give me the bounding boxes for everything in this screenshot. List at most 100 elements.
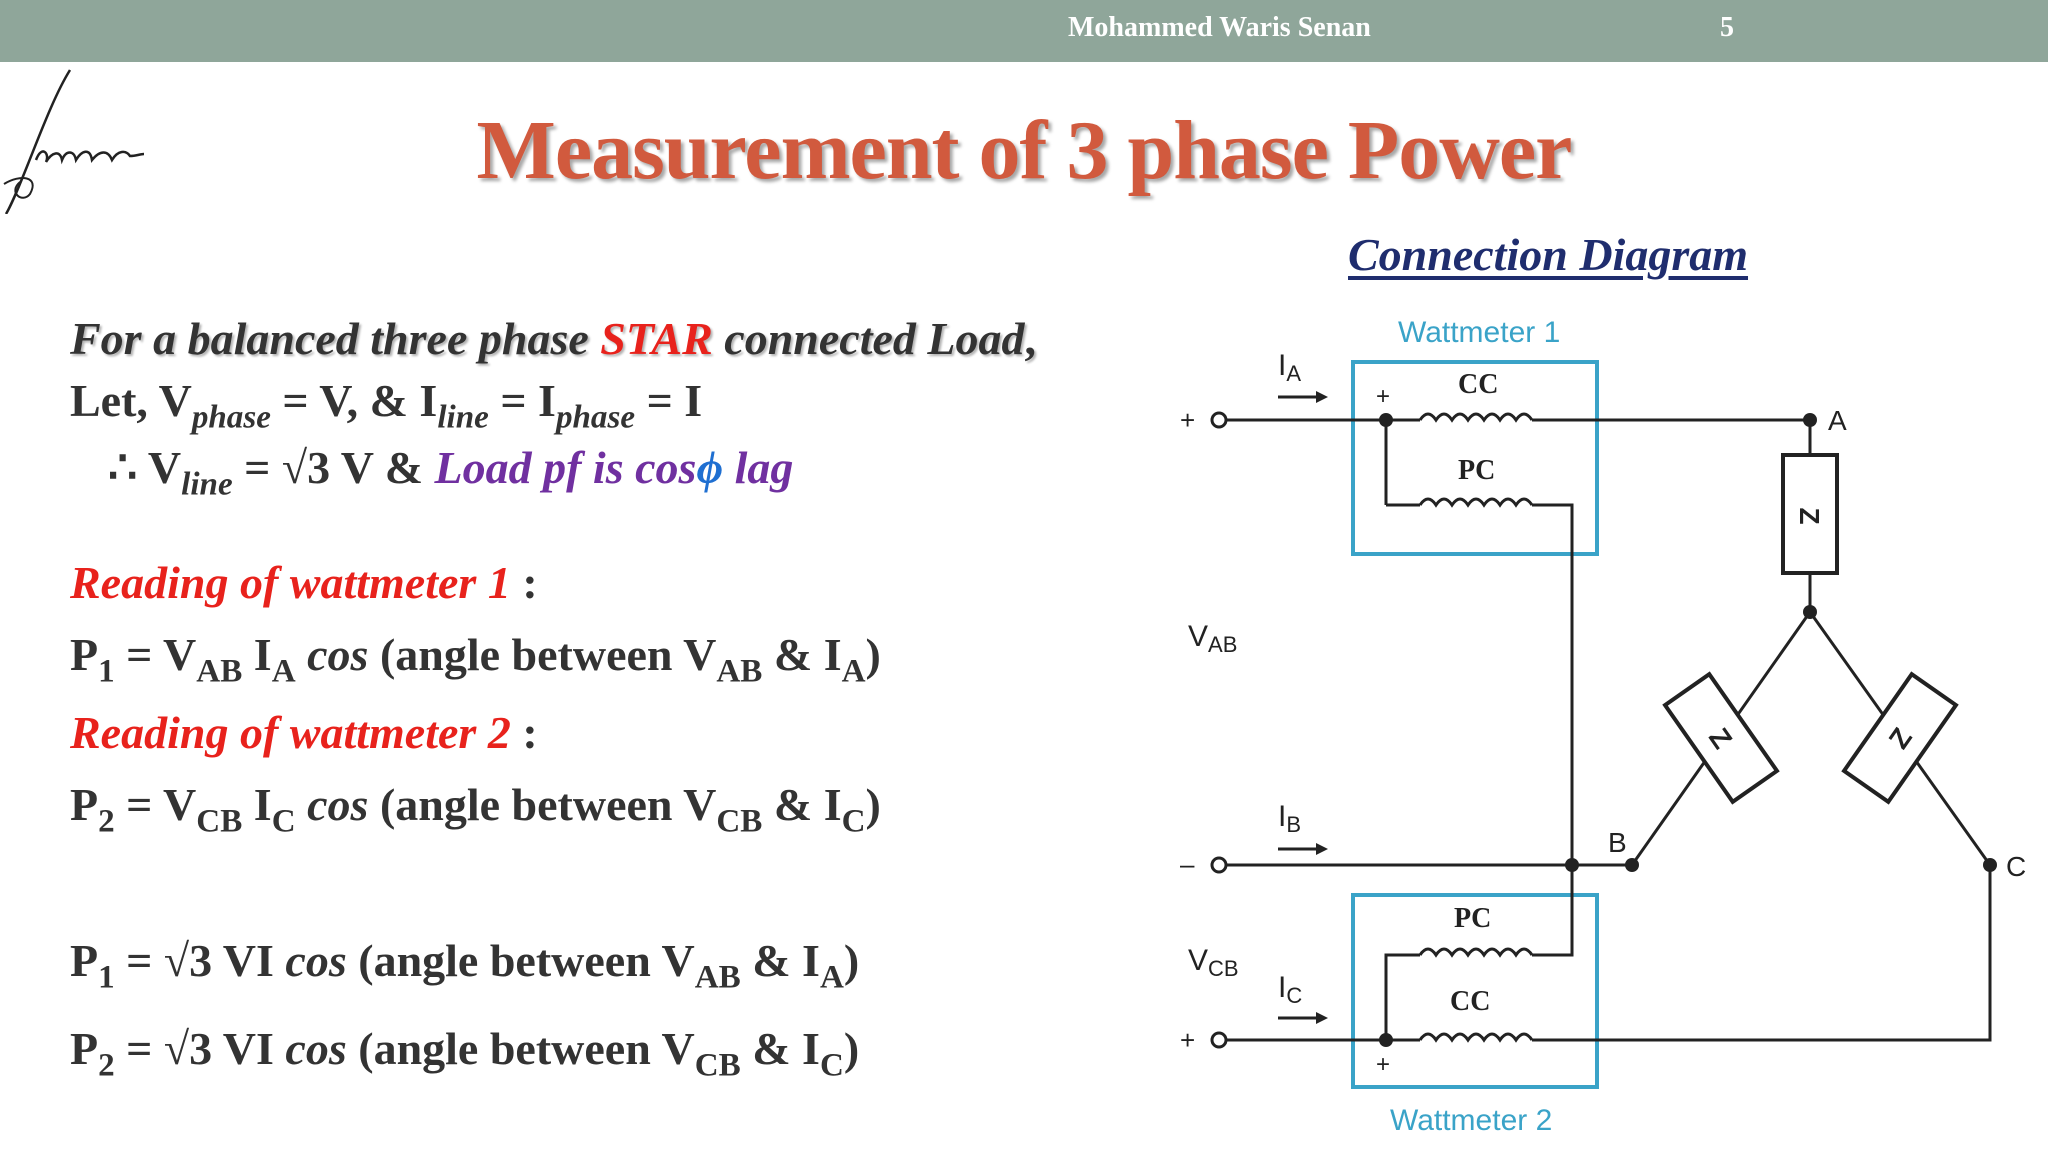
node-b-label: B <box>1608 827 1627 858</box>
reading-1-colon: : <box>510 557 538 608</box>
p2-sub-cb: CB <box>196 802 243 840</box>
p2-formula: P2 = VCB IC cos (angle between VCB & IC) <box>70 778 881 838</box>
node-b-dot <box>1625 858 1639 872</box>
phi-symbol: ϕ <box>696 442 724 493</box>
impedance-a-label: Z <box>1794 507 1825 524</box>
pc2-return <box>1532 865 1574 957</box>
sub-line: line <box>437 398 489 436</box>
p2-cos: cos <box>295 779 369 830</box>
let-line: Let, Vphase = V, & Iline = Iphase = I <box>70 374 703 434</box>
plus-c-sign: + <box>1180 1025 1195 1055</box>
ic-label: IC <box>1278 971 1302 1008</box>
let-eq-v: = V, & I <box>270 375 438 426</box>
plus-a-sign: + <box>1180 405 1195 435</box>
intro-text-b: connected Load <box>712 313 1025 364</box>
sub-line-2: line <box>181 465 233 503</box>
junction-a-cc1 <box>1379 413 1393 427</box>
vcb-label: VCB <box>1188 944 1239 981</box>
p3-rest: (angle between V <box>346 935 695 986</box>
ia-label: IA <box>1278 349 1301 386</box>
p1-amp: & I <box>762 629 842 680</box>
pc1-label: PC <box>1458 455 1495 486</box>
therefore-text: ∴ V <box>108 442 182 493</box>
wattmeter-2-box <box>1351 893 1599 1089</box>
junction-c-cc2 <box>1379 1033 1393 1047</box>
impedance-c <box>1841 671 1959 805</box>
cc1-coil <box>1418 412 1534 423</box>
p2-sub-cb2: CB <box>716 802 763 840</box>
p1-sqrt3-formula: P1 = √3 VI cos (angle between VAB & IA) <box>70 934 860 994</box>
p3-sub-a: A <box>819 958 844 996</box>
reading-1-label: Reading of wattmeter 1 <box>70 557 511 608</box>
let-eq-i2: = I <box>635 375 703 426</box>
p1-sub: 1 <box>98 652 115 690</box>
star-keyword: STAR <box>600 313 713 364</box>
author-name: Mohammed Waris Senan <box>1068 12 1371 43</box>
p3-sub-ab: AB <box>694 958 741 996</box>
p3-cos: cos <box>285 935 347 986</box>
p1-close: ) <box>865 629 881 680</box>
p2-close: ) <box>865 779 881 830</box>
node-a-dot <box>1803 413 1817 427</box>
sub-phase: phase <box>191 398 271 436</box>
cc2-coil <box>1418 1032 1534 1043</box>
intro-line: For a balanced three phase STAR connecte… <box>70 312 1036 365</box>
p2-sub: 2 <box>98 802 115 840</box>
star-point-dot <box>1803 605 1817 619</box>
p1-rest: (angle between V <box>368 629 717 680</box>
p2-symbol: P <box>70 779 99 830</box>
p2-rest: (angle between V <box>368 779 717 830</box>
load-pf-text: Load pf is cos <box>434 442 697 493</box>
minus-b-sign: – <box>1180 849 1195 879</box>
slide-title: Measurement of 3 phase Power <box>476 104 1573 197</box>
connection-diagram-heading: Connection Diagram <box>1348 229 1749 280</box>
p2-sub-c: C <box>271 802 296 840</box>
node-a-label: A <box>1828 405 1847 436</box>
let-eq-i: = I <box>488 375 556 426</box>
p1-eq: = V <box>114 629 197 680</box>
w1-plus-sign: + <box>1376 383 1390 410</box>
p4-sub-c: C <box>819 1046 844 1084</box>
reading-1-heading: Reading of wattmeter 1 : <box>70 556 538 609</box>
p3-amp: & I <box>740 935 820 986</box>
reading-2-label: Reading of wattmeter 2 <box>70 707 511 758</box>
wattmeter-1-label: Wattmeter 1 <box>1398 316 1560 349</box>
lag-text: lag <box>723 442 794 493</box>
wattmeter-2-label: Wattmeter 2 <box>1390 1104 1552 1137</box>
p1-formula: P1 = VAB IA cos (angle between VAB & IA) <box>70 628 881 688</box>
pc2-label: PC <box>1454 903 1491 934</box>
pc1-coil <box>1418 497 1534 508</box>
p1-cos: cos <box>295 629 369 680</box>
p2-eq: = V <box>114 779 197 830</box>
intro-comma: , <box>1024 313 1037 364</box>
p1-sub-a: A <box>271 652 296 690</box>
reading-2-colon: : <box>510 707 538 758</box>
signature-image <box>3 69 145 214</box>
p1-sub-ab: AB <box>196 652 243 690</box>
ib-label: IB <box>1278 800 1301 837</box>
p4-symbol: P <box>70 1023 99 1074</box>
terminal-c <box>1210 1031 1228 1049</box>
junction-b-pc <box>1565 858 1579 872</box>
impedance-b <box>1662 671 1780 805</box>
terminal-a <box>1210 411 1228 429</box>
cc2-label: CC <box>1450 986 1490 1017</box>
p2-amp: & I <box>762 779 842 830</box>
p4-close: ) <box>843 1023 860 1074</box>
p1-sub-a2: A <box>841 652 866 690</box>
cc1-label: CC <box>1458 369 1498 400</box>
therefore-line: ∴ Vline = √3 V & Load pf is cosϕ lag <box>108 440 794 501</box>
p3-close: ) <box>843 935 860 986</box>
p4-cos: cos <box>285 1023 347 1074</box>
pc2-wire <box>1384 953 1420 1040</box>
p4-sub: 2 <box>98 1046 115 1084</box>
p4-eq: = √3 VI <box>114 1023 286 1074</box>
terminal-b <box>1210 856 1228 874</box>
p2-sub-c2: C <box>841 802 866 840</box>
w2-plus-sign: + <box>1376 1051 1390 1078</box>
let-text: Let, V <box>70 375 192 426</box>
p4-amp: & I <box>740 1023 820 1074</box>
p1-symbol: P <box>70 629 99 680</box>
pc1-return <box>1532 503 1574 865</box>
p4-rest: (angle between V <box>346 1023 695 1074</box>
